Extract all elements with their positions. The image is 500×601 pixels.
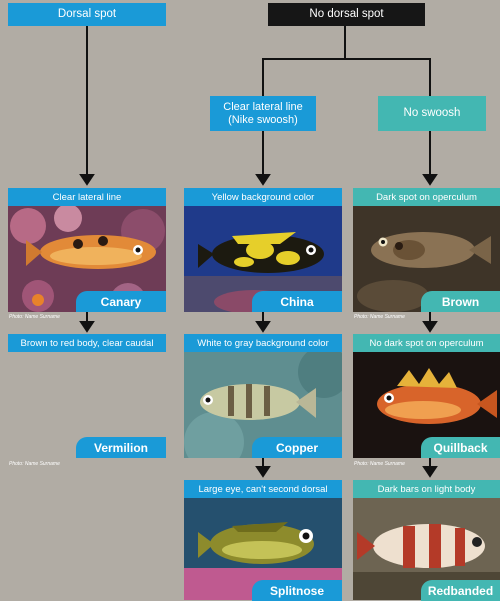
arrow-china-to-copper	[255, 312, 271, 333]
arrow-quillback-to-redbanded	[422, 458, 438, 478]
arrow-brown-to-quillback	[422, 312, 438, 333]
splitnose-label: Splitnose	[252, 580, 342, 601]
vermilion-credit: Photo: Name Surname	[9, 461, 60, 467]
arrow-copper-to-splitnose	[255, 458, 271, 478]
vermilion-label: Vermilion	[76, 437, 166, 458]
china-header: Yellow background color	[184, 188, 342, 206]
lateral-line-node: Clear lateral line (Nike swoosh)	[210, 96, 316, 131]
brown-photo	[353, 206, 500, 312]
canary-header: Clear lateral line	[8, 188, 166, 206]
dorsal-spot-node: Dorsal spot	[8, 3, 166, 26]
connector-top-bar	[262, 58, 431, 60]
brown-credit: Photo: Name Surname	[354, 314, 405, 320]
copper-header: White to gray background color	[184, 334, 342, 352]
canary-label: Canary	[76, 291, 166, 312]
no-swoosh-node: No swoosh	[378, 96, 486, 131]
arrow-dorsal-to-canary	[79, 26, 95, 186]
arrow-lateral-to-china	[255, 131, 271, 186]
vermilion-header: Brown to red body, clear caudal	[8, 334, 166, 352]
no-dorsal-spot-node: No dorsal spot	[268, 3, 425, 26]
quillback-header: No dark spot on operculum	[353, 334, 500, 352]
redbanded-header: Dark bars on light body	[353, 480, 500, 498]
arrow-canary-to-vermilion	[79, 312, 95, 333]
connector-right-drop	[429, 58, 431, 96]
connector-top-drop	[344, 26, 346, 59]
redbanded-label: Redbanded	[421, 580, 500, 601]
connector-left-drop	[262, 58, 264, 96]
brown-label: Brown	[421, 291, 500, 312]
quillback-credit: Photo: Name Surname	[354, 461, 405, 467]
quillback-label: Quillback	[421, 437, 500, 458]
quillback-photo	[353, 352, 500, 458]
arrow-noswoosh-to-brown	[422, 131, 438, 186]
copper-label: Copper	[252, 437, 342, 458]
brown-header: Dark spot on operculum	[353, 188, 500, 206]
china-label: China	[252, 291, 342, 312]
splitnose-header: Large eye, can't second dorsal	[184, 480, 342, 498]
canary-credit: Photo: Name Surname	[9, 314, 60, 320]
